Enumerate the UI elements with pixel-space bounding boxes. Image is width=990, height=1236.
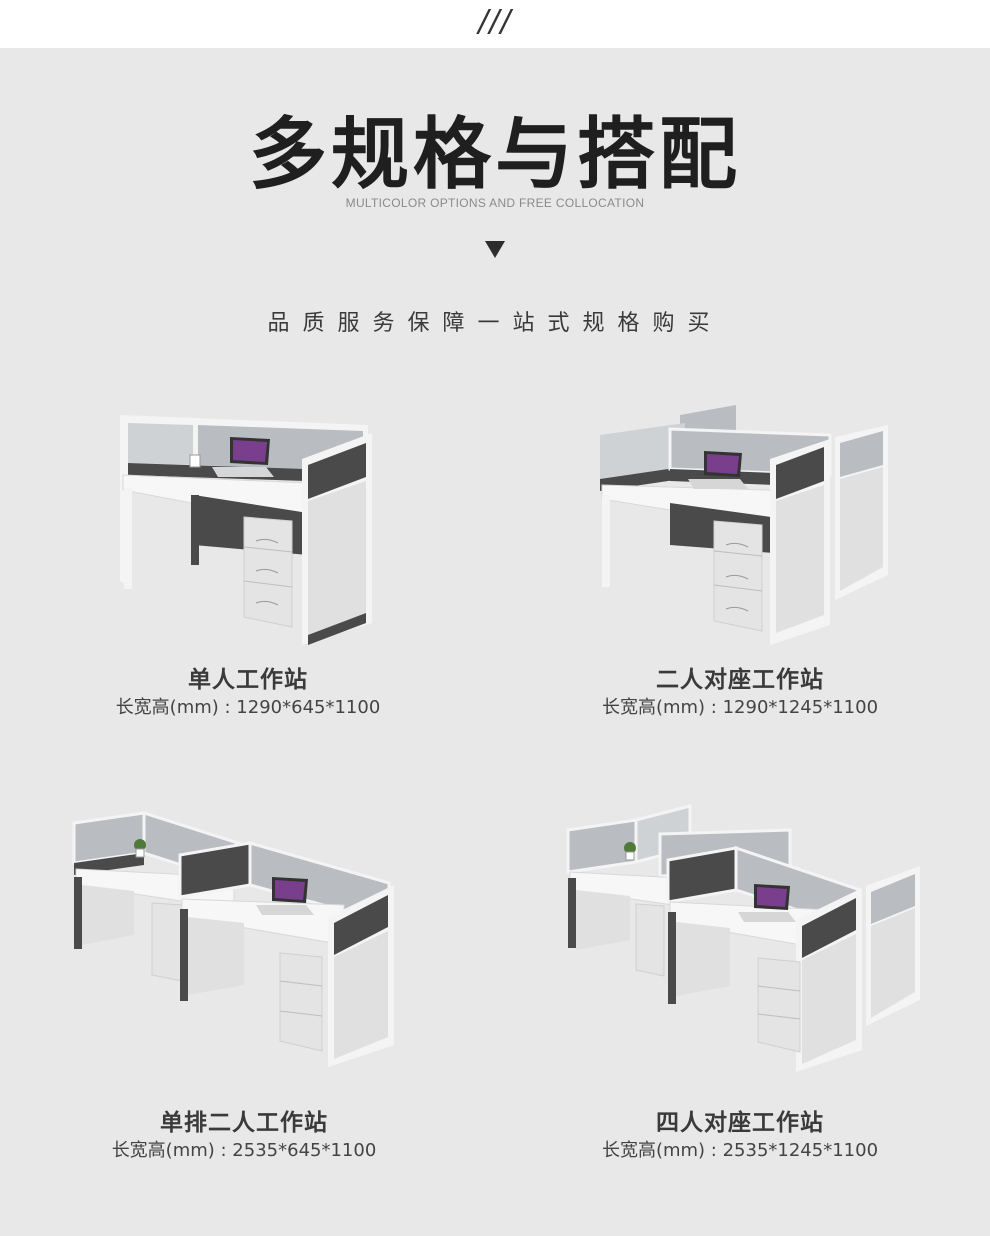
page-title: 多规格与搭配	[248, 110, 741, 200]
product-dimensions: 长宽高(mm) : 1290*645*1100	[115, 697, 381, 718]
product-facing-two-workstation[interactable]: 二人对座工作站 长宽高(mm) : 1290*1245*1100	[500, 395, 980, 725]
row-two-workstation-image	[72, 810, 394, 1067]
page-subtitle: MULTICOLOR OPTIONS AND FREE COLLOCATION	[345, 196, 645, 210]
product-dimensions: 长宽高(mm) : 2535*645*1100	[111, 1140, 377, 1161]
single-workstation-image	[120, 415, 372, 645]
product-dimensions: 长宽高(mm) : 2535*1245*1100	[601, 1140, 879, 1161]
tagline: 品质服务保障一站式规格购买	[267, 311, 723, 336]
product-facing-four-workstation[interactable]: 四人对座工作站 长宽高(mm) : 2535*1245*1100	[500, 800, 980, 1175]
down-arrow-icon	[485, 241, 505, 258]
product-single-workstation[interactable]: 单人工作站 长宽高(mm) : 1290*645*1100	[8, 395, 488, 725]
facing-four-workstation-image	[566, 804, 920, 1072]
product-dimensions: 长宽高(mm) : 1290*1245*1100	[601, 697, 879, 718]
product-row-two-workstation[interactable]: 单排二人工作站 长宽高(mm) : 2535*645*1100	[4, 805, 484, 1175]
decor-slashes: ///	[478, 4, 512, 39]
top-bar: ///	[0, 0, 990, 48]
product-name: 二人对座工作站	[656, 667, 824, 693]
product-name: 单排二人工作站	[160, 1110, 328, 1136]
facing-two-workstation-image	[600, 405, 888, 645]
product-name: 四人对座工作站	[656, 1110, 824, 1136]
product-name: 单人工作站	[188, 667, 308, 693]
